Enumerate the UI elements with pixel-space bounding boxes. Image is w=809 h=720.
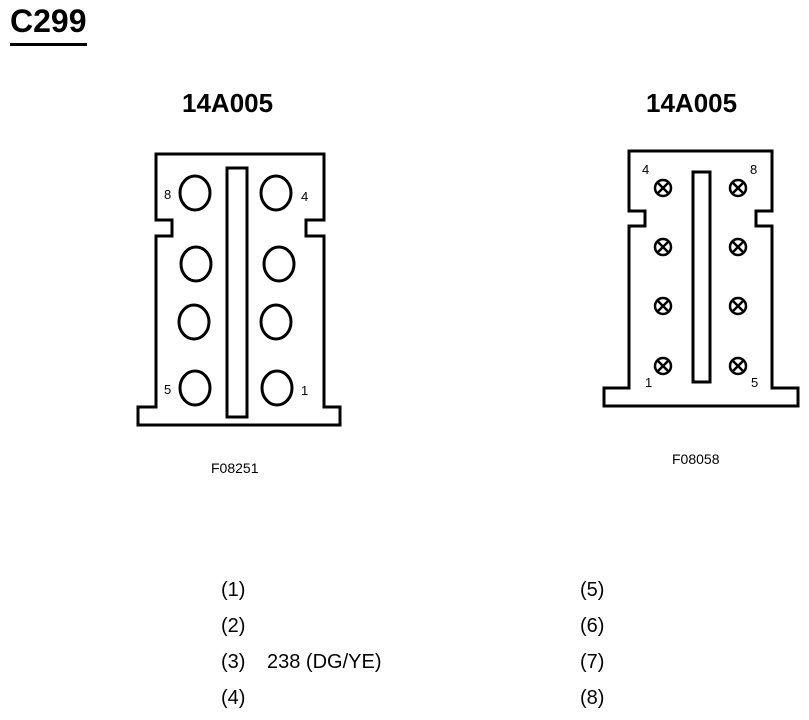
- left-part-number: 14A005: [182, 88, 274, 118]
- left-pin-1: [260, 369, 294, 407]
- right-pin-3: [653, 237, 673, 257]
- right-connector-outline: [602, 149, 800, 408]
- pin-number: (5): [580, 579, 605, 601]
- pin-row: (1): [221, 572, 381, 608]
- right-pin-1: [653, 356, 673, 376]
- pin-row: (4): [221, 680, 381, 716]
- right-pin-label-4: 4: [642, 162, 650, 177]
- left-pin-5: [178, 369, 212, 407]
- right-pin-2: [653, 296, 673, 316]
- pin-row: (7): [580, 644, 626, 680]
- left-center-bar: [225, 166, 249, 419]
- right-pin-4: [653, 178, 673, 198]
- pin-number: (6): [580, 615, 605, 637]
- left-pin-label-4: 4: [301, 189, 309, 204]
- pin-number: (8): [580, 687, 605, 709]
- connector-title: C299: [10, 3, 87, 47]
- pin-row: (6): [580, 608, 626, 644]
- left-pin-2: [259, 303, 293, 341]
- pin-number: (2): [221, 615, 246, 637]
- left-pin-7: [179, 245, 213, 283]
- pin-row: (5): [580, 572, 626, 608]
- pin-number: (4): [221, 687, 246, 709]
- right-pin-label-5: 5: [751, 375, 759, 390]
- left-pin-label-1: 1: [301, 383, 309, 398]
- pinout-list-left: (1) (2) (3) 238 (DG/YE) (4): [221, 572, 381, 716]
- left-pin-6: [177, 303, 211, 341]
- pinout-list-right: (5) (6) (7) (8): [580, 572, 626, 716]
- pin-row: (8): [580, 680, 626, 716]
- pin-row: (3) 238 (DG/YE): [221, 644, 381, 680]
- pin-row: (2): [221, 608, 381, 644]
- right-pin-label-1: 1: [645, 375, 653, 390]
- right-center-bar: [691, 170, 712, 384]
- left-figure-id: F08251: [211, 460, 259, 476]
- right-pin-5: [728, 356, 748, 376]
- left-pin-8: [178, 174, 212, 212]
- left-pin-3: [262, 245, 296, 283]
- pin-number: (1): [221, 579, 246, 601]
- left-connector-outline: [136, 152, 342, 427]
- pin-number: (3): [221, 651, 246, 673]
- right-pin-8: [728, 178, 748, 198]
- right-pin-7: [728, 237, 748, 257]
- right-figure-id: F08058: [672, 451, 720, 467]
- pin-description: 238 (DG/YE): [267, 651, 382, 673]
- right-pin-label-8: 8: [750, 162, 758, 177]
- right-part-number: 14A005: [646, 88, 738, 118]
- pin-number: (7): [580, 651, 605, 673]
- left-pin-label-5: 5: [164, 382, 172, 397]
- left-pin-label-8: 8: [164, 187, 172, 202]
- right-pin-6: [728, 296, 748, 316]
- left-pin-4: [259, 174, 293, 212]
